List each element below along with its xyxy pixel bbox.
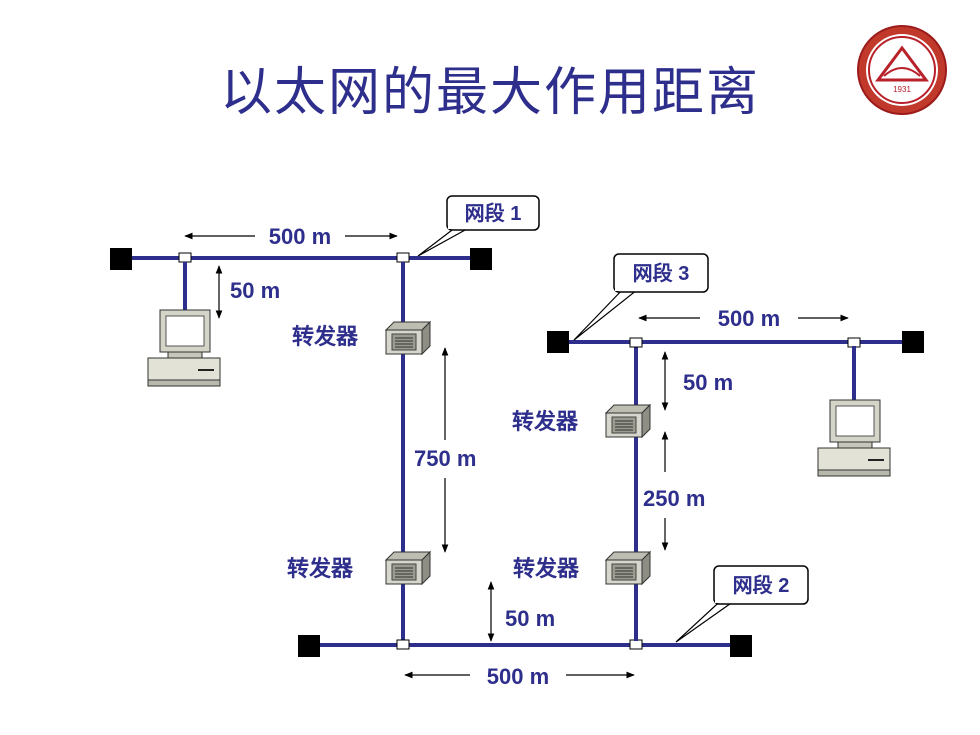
- repeater-icon: [605, 551, 651, 585]
- repeater-icon: [385, 551, 431, 585]
- distance-label: 500 m: [487, 664, 549, 689]
- repeater-icon: [605, 404, 651, 438]
- terminator: [110, 248, 132, 270]
- terminator: [547, 331, 569, 353]
- distance-label: 500 m: [269, 224, 331, 249]
- segment-label: 网段 3: [633, 261, 690, 285]
- segment-label: 网段 1: [465, 201, 522, 225]
- logo-year: 1931: [893, 85, 911, 94]
- repeater-icon: [385, 321, 431, 355]
- distance-label: 50 m: [683, 370, 733, 395]
- distance-label: 500 m: [718, 306, 780, 331]
- transceiver: [178, 252, 192, 263]
- repeater-label: 转发器: [512, 409, 579, 434]
- university-logo: 1931: [857, 25, 947, 115]
- repeater-label: 转发器: [287, 556, 354, 581]
- segment-3-callout: 网段 3: [573, 253, 709, 341]
- distance-label: 50 m: [230, 278, 280, 303]
- repeater-label: 转发器: [292, 324, 359, 349]
- terminator: [902, 331, 924, 353]
- segment-2-callout: 网段 2: [675, 565, 809, 643]
- distance-label: 750 m: [414, 446, 476, 471]
- terminator: [730, 635, 752, 657]
- segment-1-callout: 网段 1: [417, 195, 540, 257]
- terminator: [470, 248, 492, 270]
- transceiver: [396, 639, 410, 650]
- transceiver: [847, 337, 861, 348]
- transceiver: [629, 337, 643, 348]
- repeater-label: 转发器: [513, 556, 580, 581]
- distance-label: 250 m: [643, 486, 705, 511]
- slide-title: 以太网的最大作用距离: [219, 63, 760, 123]
- transceiver: [629, 639, 643, 650]
- transceiver: [396, 252, 410, 263]
- terminator: [298, 635, 320, 657]
- distance-label: 50 m: [505, 606, 555, 631]
- segment-label: 网段 2: [733, 573, 790, 597]
- computer-icon: [147, 309, 221, 387]
- computer-icon: [817, 399, 891, 477]
